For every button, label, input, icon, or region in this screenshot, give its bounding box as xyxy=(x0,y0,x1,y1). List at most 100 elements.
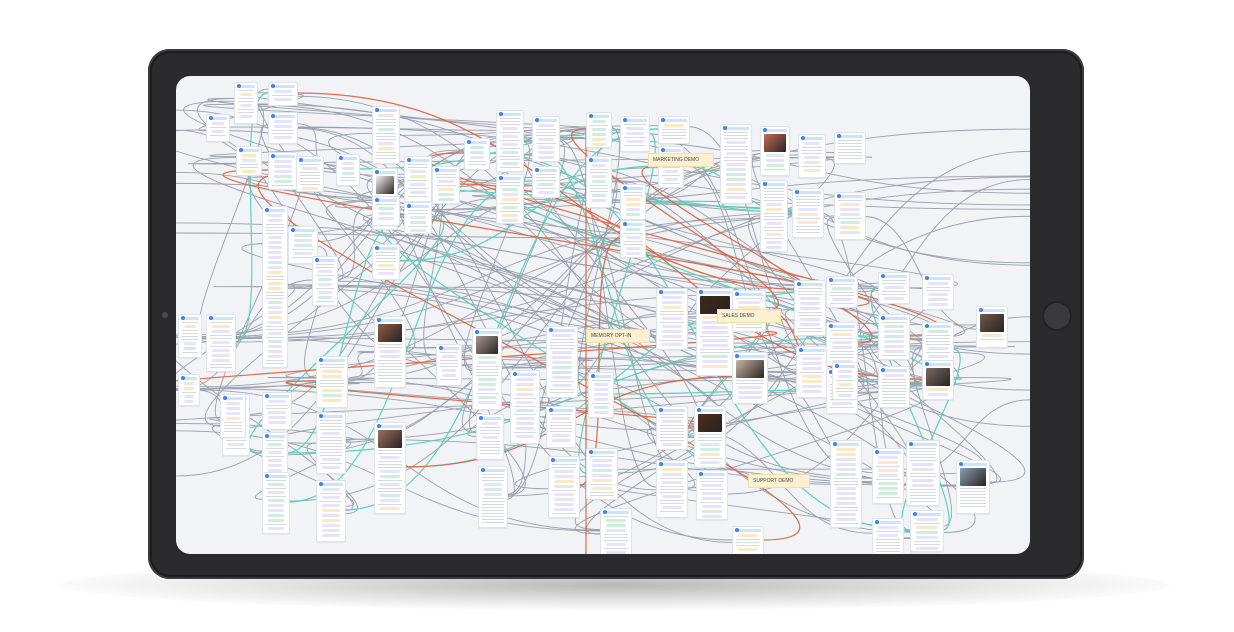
flow-node[interactable] xyxy=(872,448,904,504)
flow-node[interactable] xyxy=(910,510,944,552)
flow-node[interactable] xyxy=(374,316,406,388)
flow-node[interactable] xyxy=(600,508,632,554)
node-header xyxy=(513,373,537,376)
flow-node[interactable] xyxy=(694,406,726,468)
flow-node[interactable] xyxy=(826,322,858,366)
flow-node[interactable] xyxy=(262,206,288,368)
flow-node[interactable] xyxy=(586,156,612,208)
flow-node[interactable] xyxy=(262,472,290,534)
flow-node[interactable] xyxy=(532,166,560,198)
flow-node[interactable] xyxy=(696,288,734,376)
node-button xyxy=(438,188,454,191)
node-text-line xyxy=(838,218,862,219)
flow-node[interactable] xyxy=(976,306,1008,348)
flow-node[interactable] xyxy=(792,188,824,238)
flow-node[interactable] xyxy=(878,366,910,408)
flow-node[interactable] xyxy=(262,432,288,476)
flow-node[interactable] xyxy=(586,112,612,148)
flow-node[interactable] xyxy=(432,166,460,204)
flow-node[interactable] xyxy=(906,440,940,506)
flow-node[interactable] xyxy=(832,362,858,400)
node-header xyxy=(439,347,459,350)
flow-node[interactable] xyxy=(316,356,348,408)
node-status-icon xyxy=(735,354,739,358)
node-button xyxy=(378,142,394,145)
flow-node[interactable] xyxy=(268,152,298,190)
sales-demo-label[interactable]: SALES DEMO xyxy=(717,309,781,323)
flow-node[interactable] xyxy=(760,180,788,252)
flow-node[interactable] xyxy=(796,346,828,398)
flow-node[interactable] xyxy=(312,256,338,306)
flow-node[interactable] xyxy=(404,202,432,234)
flow-node[interactable] xyxy=(268,82,298,106)
flow-node[interactable] xyxy=(696,470,728,520)
flow-node[interactable] xyxy=(546,406,576,448)
flow-node[interactable] xyxy=(656,460,688,518)
flow-node[interactable] xyxy=(372,196,400,226)
flow-node[interactable] xyxy=(760,126,790,176)
flow-node[interactable] xyxy=(620,184,646,220)
flow-node[interactable] xyxy=(234,82,258,124)
flow-node[interactable] xyxy=(922,274,954,310)
flow-node[interactable] xyxy=(826,276,858,308)
flow-node[interactable] xyxy=(496,174,524,224)
flow-node[interactable] xyxy=(206,114,230,142)
flow-node[interactable] xyxy=(956,460,990,514)
flow-node[interactable] xyxy=(878,314,910,360)
flow-node[interactable] xyxy=(878,272,910,304)
flow-node[interactable] xyxy=(268,112,298,144)
flow-node[interactable] xyxy=(872,518,904,554)
flow-node[interactable] xyxy=(372,244,400,280)
node-text-line xyxy=(500,159,520,160)
flow-node[interactable] xyxy=(372,106,400,164)
flow-node[interactable] xyxy=(720,124,752,204)
flow-canvas[interactable]: MARKETING DEMO SALES DEMO MEMORY OPT-IN … xyxy=(176,76,1030,554)
flow-node[interactable] xyxy=(496,110,524,172)
flow-node[interactable] xyxy=(476,414,504,460)
flow-node[interactable] xyxy=(464,138,490,170)
flow-node[interactable] xyxy=(478,466,508,528)
flow-node[interactable] xyxy=(794,280,826,336)
memory-opt-in-label[interactable]: MEMORY OPT-IN xyxy=(586,329,650,343)
flow-node[interactable] xyxy=(336,154,360,186)
flow-node[interactable] xyxy=(732,352,768,404)
flow-node[interactable] xyxy=(316,480,346,542)
flow-node[interactable] xyxy=(922,360,954,400)
flow-node[interactable] xyxy=(296,156,324,192)
flow-node[interactable] xyxy=(620,220,646,258)
flow-node[interactable] xyxy=(588,372,614,418)
flow-node[interactable] xyxy=(656,288,688,350)
flow-node[interactable] xyxy=(732,526,764,554)
flow-node[interactable] xyxy=(834,132,866,164)
flow-node[interactable] xyxy=(658,116,690,144)
node-button xyxy=(662,468,682,471)
support-demo-label[interactable]: SUPPORT DEMO xyxy=(748,474,810,488)
node-button xyxy=(516,435,534,438)
flow-node[interactable] xyxy=(548,456,580,518)
flow-node[interactable] xyxy=(236,146,262,176)
flow-node[interactable] xyxy=(316,412,346,474)
flow-node[interactable] xyxy=(620,116,650,152)
flow-node[interactable] xyxy=(532,116,560,162)
flow-node[interactable] xyxy=(472,328,502,410)
marketing-demo-label[interactable]: MARKETING DEMO xyxy=(648,153,714,167)
flow-node[interactable] xyxy=(178,314,202,358)
node-button xyxy=(662,506,682,509)
flow-node[interactable] xyxy=(206,314,236,372)
flow-node[interactable] xyxy=(510,370,540,444)
flow-node[interactable] xyxy=(830,440,862,528)
flow-node[interactable] xyxy=(834,192,866,240)
node-button xyxy=(832,346,852,349)
flow-node[interactable] xyxy=(798,134,826,178)
flow-node[interactable] xyxy=(220,394,246,438)
flow-node[interactable] xyxy=(404,156,432,202)
home-button-icon[interactable] xyxy=(1042,301,1072,331)
flow-node[interactable] xyxy=(374,422,406,514)
flow-node[interactable] xyxy=(262,392,292,430)
flow-node[interactable] xyxy=(586,448,618,500)
flow-node[interactable] xyxy=(436,344,462,386)
flow-node[interactable] xyxy=(178,374,200,406)
flow-node[interactable] xyxy=(656,406,688,450)
node-button xyxy=(516,401,534,404)
flow-node[interactable] xyxy=(546,326,578,398)
